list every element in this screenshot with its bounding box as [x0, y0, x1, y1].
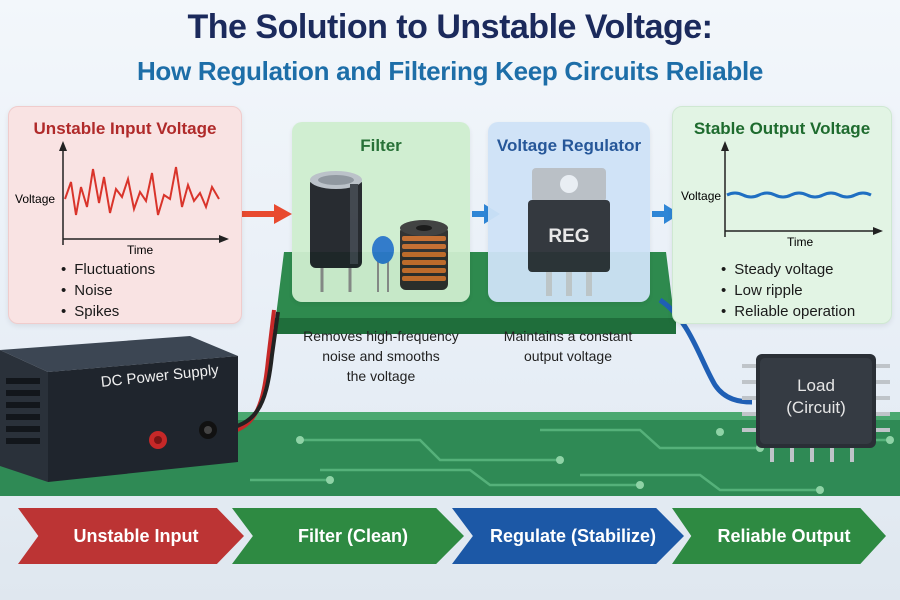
- stable-panel-title: Stable Output Voltage: [693, 119, 871, 138]
- unstable-ylabel: Voltage: [15, 192, 56, 206]
- unstable-bullets: Fluctuations Noise Spikes: [61, 261, 155, 324]
- stable-xlabel: Time: [787, 235, 814, 249]
- inductor-coil-icon: [400, 220, 448, 290]
- bullet-reliable-operation: Reliable operation: [721, 303, 855, 320]
- bullet-low-ripple: Low ripple: [721, 282, 855, 299]
- page-subtitle: How Regulation and Filtering Keep Circui…: [136, 56, 764, 86]
- unstable-input-panel: Unstable Input Voltage Voltage Time Fluc…: [8, 106, 242, 324]
- unstable-panel-title: Unstable Input Voltage: [33, 119, 217, 138]
- flow-step-label: Reliable Output: [717, 525, 851, 546]
- filter-desc-line2: noise and smooths: [322, 348, 440, 364]
- flow-step-unstable-input: Unstable Input: [18, 508, 244, 564]
- filter-desc-line3: the voltage: [346, 368, 416, 384]
- filter-desc-line1: Removes high-frequency: [303, 328, 459, 344]
- filter-panel-title: Filter: [360, 136, 402, 155]
- load-label: Load: [797, 376, 835, 395]
- unstable-xlabel: Time: [127, 243, 154, 257]
- unstable-waveform: [64, 166, 220, 216]
- regulator-chip-icon: [528, 168, 610, 296]
- filter-panel: Filter: [292, 122, 470, 302]
- pcb-vias: [296, 428, 894, 494]
- ceramic-capacitor-icon: [372, 236, 394, 292]
- stable-bullets: Steady voltage Low ripple Reliable opera…: [721, 261, 855, 324]
- unstable-waveform-chart: [59, 141, 229, 245]
- regulator-desc-line2: output voltage: [524, 348, 612, 364]
- flow-step-filter: Filter (Clean): [232, 508, 464, 564]
- stable-waveform: [726, 191, 872, 199]
- page-title: The Solution to Unstable Voltage:: [187, 8, 713, 46]
- bullet-spikes: Spikes: [61, 303, 155, 320]
- bullet-noise: Noise: [61, 282, 155, 299]
- dc-power-supply: [0, 336, 238, 482]
- load-chip: [742, 354, 890, 462]
- flow-step-label: Unstable Input: [73, 525, 199, 546]
- stable-ylabel: Voltage: [681, 189, 722, 203]
- stable-waveform-chart: [721, 141, 883, 237]
- regulator-desc-line1: Maintains a constant: [503, 328, 633, 344]
- flow-step-reliable-output: Reliable Output: [672, 508, 886, 564]
- bullet-fluctuations: Fluctuations: [61, 261, 155, 278]
- regulator-description: Maintains a constant output voltage: [478, 326, 658, 366]
- filter-description: Removes high-frequency noise and smooths…: [286, 326, 476, 386]
- flow-step-label: Regulate (Stabilize): [489, 525, 657, 546]
- bullet-steady-voltage: Steady voltage: [721, 261, 855, 278]
- filter-components: [310, 171, 448, 292]
- electrolytic-capacitor-icon: [310, 171, 362, 292]
- pcb-traces: [250, 428, 890, 492]
- stable-output-panel: Stable Output Voltage Voltage Time Stead…: [672, 106, 892, 324]
- flow-step-regulate: Regulate (Stabilize): [452, 508, 684, 564]
- regulator-panel-title: Voltage Regulator: [496, 136, 642, 155]
- load-sublabel: (Circuit): [786, 398, 846, 417]
- voltage-regulator-panel: Voltage Regulator REG: [488, 122, 650, 302]
- flow-step-label: Filter (Clean): [297, 525, 408, 546]
- arrow-input-to-filter: [240, 204, 292, 224]
- regulator-chip-label: REG: [548, 226, 590, 247]
